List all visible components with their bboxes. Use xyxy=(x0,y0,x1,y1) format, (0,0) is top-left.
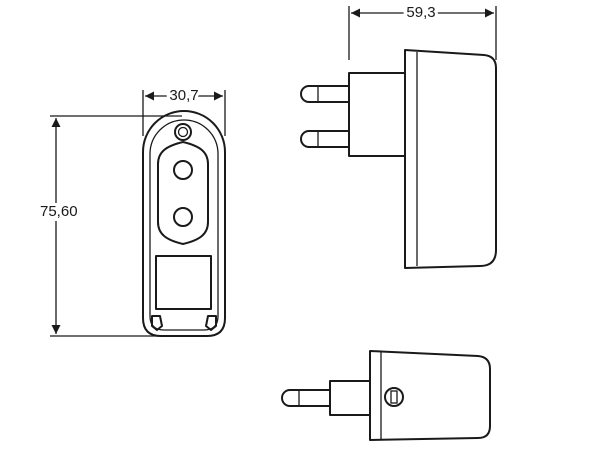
bottom-view xyxy=(281,350,491,441)
bottom-view-pin xyxy=(281,389,331,407)
side-view-body-outline xyxy=(404,49,497,269)
front-view: 30,7 75,60 xyxy=(37,84,226,337)
front-view-screw-inner xyxy=(177,126,189,138)
front-height-label: 75,60 xyxy=(40,203,78,220)
side-view-plug-base xyxy=(348,72,406,157)
front-view-clip-left xyxy=(151,315,163,331)
side-view-pin-top xyxy=(300,85,350,103)
front-view-pin-hole-top xyxy=(173,160,193,180)
bottom-view-screw-slot xyxy=(390,390,398,404)
front-view-pin-hole-bottom xyxy=(173,207,193,227)
bottom-view-plug-base xyxy=(329,380,371,416)
front-view-clip-right xyxy=(205,315,217,331)
side-view: 59,3 xyxy=(300,1,497,269)
front-view-body-outline xyxy=(142,110,226,337)
bottom-view-screw xyxy=(384,387,404,407)
side-depth-label: 59,3 xyxy=(406,4,435,21)
front-view-socket-housing xyxy=(157,141,209,245)
front-view-label-area xyxy=(155,255,212,310)
front-view-screw xyxy=(174,123,192,141)
front-width-label: 30,7 xyxy=(169,87,198,104)
bottom-view-body-outline xyxy=(369,350,491,441)
side-view-pin-bottom xyxy=(300,130,350,148)
